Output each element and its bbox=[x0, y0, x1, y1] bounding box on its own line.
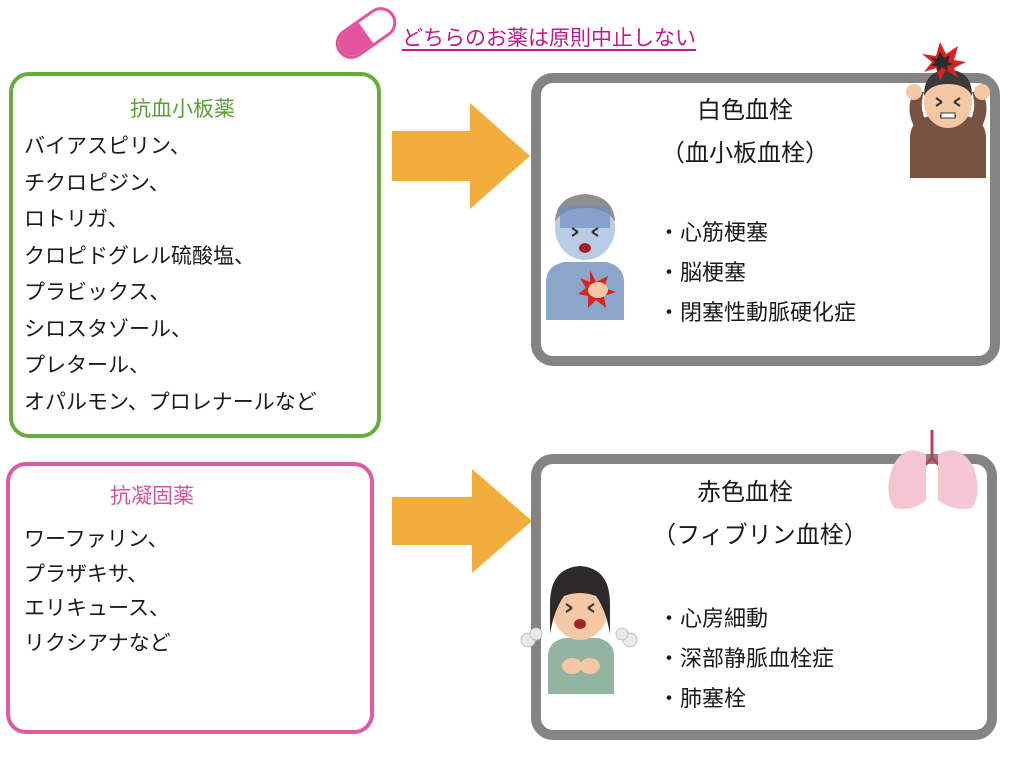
disease-item: ・閉塞性動脈硬化症 bbox=[658, 301, 857, 326]
white-thrombus-disease-list: ・心筋梗塞 ・脳梗塞 ・閉塞性動脈硬化症 bbox=[658, 214, 856, 334]
breathless-woman-icon bbox=[520, 566, 638, 694]
anticoagulant-title: 抗凝固薬 bbox=[110, 484, 194, 508]
headache-man-icon bbox=[906, 42, 990, 178]
anticoagulant-drug-list: ワーファリン、 プラザキサ、 エリキュース、 リクシアナなど bbox=[24, 522, 171, 660]
antiplatelet-title: 抗血小板薬 bbox=[130, 97, 235, 121]
drug-item: チクロピジン、 bbox=[24, 170, 170, 195]
drug-item: プレタール、 bbox=[24, 353, 150, 377]
drug-item: シロスタゾール、 bbox=[24, 316, 192, 341]
antiplatelet-drug-list: バイアスピリン、 チクロピジン、 ロトリガ、 クロピドグレル硫酸塩、 プラビック… bbox=[24, 128, 317, 420]
drug-item: プラザキサ、 bbox=[24, 561, 149, 586]
drug-item: ロトリガ、 bbox=[24, 207, 129, 231]
disease-item: ・心筋梗塞 bbox=[658, 221, 769, 246]
drug-item: バイアスピリン、 bbox=[24, 134, 191, 158]
drug-item: プラビックス、 bbox=[24, 280, 171, 304]
drug-item: エリキュース、 bbox=[24, 596, 170, 620]
header-title: どちらのお薬は原則中止しない bbox=[402, 26, 696, 50]
disease-item: ・脳梗塞 bbox=[658, 261, 747, 286]
chest-pain-elder-icon bbox=[546, 194, 624, 320]
pill-icon bbox=[335, 7, 397, 59]
red-thrombus-disease-list: ・心房細動 ・深部静脈血栓症 ・肺塞栓 bbox=[658, 600, 834, 720]
drug-item: オパルモン、プロレナールなど bbox=[24, 389, 317, 414]
red-thrombus-title: 赤色血栓 bbox=[697, 478, 793, 506]
antiplatelet-box bbox=[9, 72, 381, 438]
anticoagulant-box bbox=[6, 462, 374, 734]
disease-item: ・深部静脈血栓症 bbox=[658, 647, 835, 672]
arrow-right-icon bbox=[392, 469, 532, 573]
white-thrombus-title: 白色血栓 bbox=[697, 96, 793, 124]
lungs-icon bbox=[888, 430, 978, 509]
arrow-right-icon bbox=[392, 103, 530, 209]
disease-item: ・心房細動 bbox=[658, 607, 769, 632]
drug-item: クロピドグレル硫酸塩、 bbox=[24, 243, 255, 268]
drug-item: リクシアナなど bbox=[24, 630, 171, 655]
disease-item: ・肺塞栓 bbox=[658, 687, 747, 712]
white-thrombus-subtitle: （血小板血栓） bbox=[661, 139, 829, 167]
red-thrombus-subtitle: （フィブリン血栓） bbox=[652, 521, 868, 549]
drug-item: ワーファリン、 bbox=[24, 527, 169, 551]
